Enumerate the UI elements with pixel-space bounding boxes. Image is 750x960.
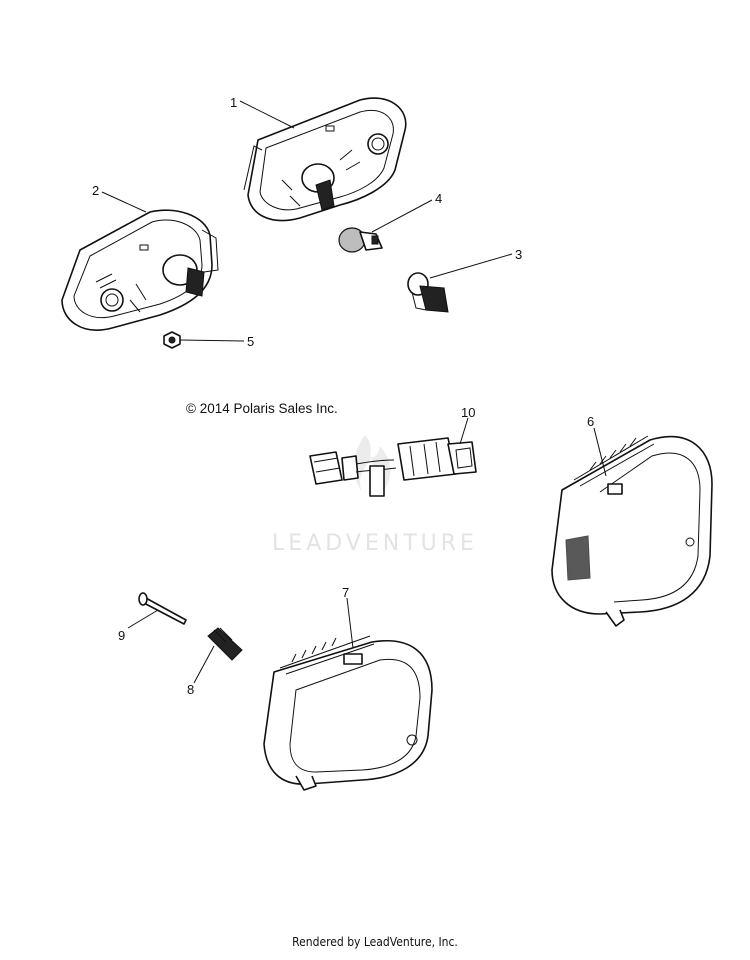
callout-4: 4: [435, 191, 442, 206]
copyright-text: © 2014 Polaris Sales Inc.: [186, 401, 338, 416]
leader-7: [346, 597, 354, 649]
part-8-spring: [207, 627, 243, 661]
footer-credit: Rendered by LeadVenture, Inc.: [292, 935, 458, 949]
part-9-pin: [138, 592, 187, 625]
callout-10: 10: [461, 405, 475, 420]
leader-9: [127, 609, 159, 629]
part-10-harness: [309, 437, 477, 497]
part-3-bulb-socket: [407, 272, 449, 313]
part-1-taillight-housing: [243, 97, 407, 222]
leader-1: [239, 100, 295, 129]
callout-6: 6: [587, 414, 594, 429]
part-6-headlight: [551, 435, 713, 627]
leader-4: [371, 199, 433, 233]
callout-5: 5: [247, 334, 254, 349]
part-7-headlight: [263, 635, 433, 791]
callout-1: 1: [230, 95, 237, 110]
callout-8: 8: [187, 682, 194, 697]
leader-6: [593, 427, 607, 477]
leader-8: [193, 645, 215, 684]
leader-2: [101, 191, 147, 213]
part-2-taillight-housing: [61, 209, 219, 331]
callout-9: 9: [118, 628, 125, 643]
leader-3: [429, 253, 513, 279]
part-4-bulb: [338, 227, 383, 253]
callout-2: 2: [92, 183, 99, 198]
watermark-text: LEADVENTURE: [272, 531, 478, 556]
callout-3: 3: [515, 247, 522, 262]
callout-7: 7: [342, 585, 349, 600]
part-5-nut: [163, 331, 181, 349]
leader-5: [179, 339, 245, 342]
leader-10: [459, 417, 469, 445]
